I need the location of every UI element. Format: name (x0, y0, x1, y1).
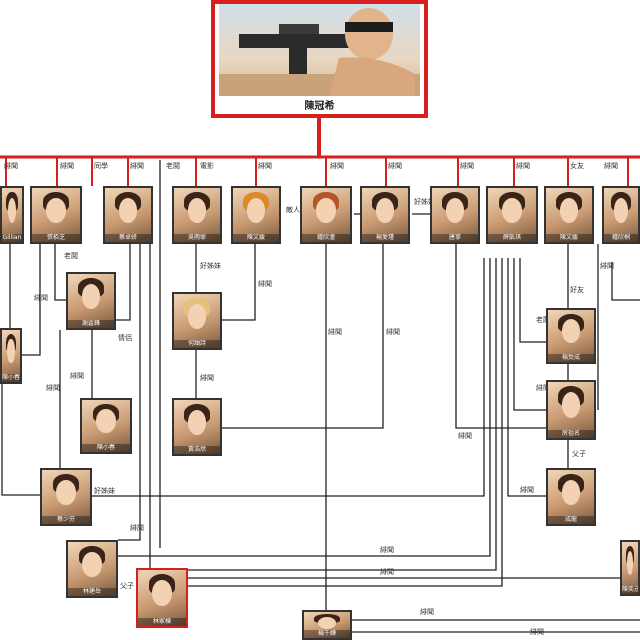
rel-label: 緋聞 (328, 327, 342, 336)
central-person-name: 陳冠希 (304, 101, 335, 112)
person-name: 唐寧 (432, 234, 478, 242)
rel-label: 緋聞 (536, 383, 550, 392)
person-name: 蔡少芬 (42, 516, 90, 524)
rel-label: 緋聞 (530, 627, 544, 636)
rel-label: 緋聞 (34, 293, 48, 302)
central-person-photo (219, 4, 420, 96)
rel-label: 女友 (570, 161, 584, 170)
rel-label: 電影 (200, 161, 214, 170)
person-name: 陳小春 (82, 444, 130, 452)
rel-label: 緋聞 (4, 161, 18, 170)
person-name: 楊愛瑾 (362, 234, 408, 242)
person-card[interactable]: 楊千嬅 (302, 610, 352, 640)
person-card[interactable]: 陳文媛 (544, 186, 594, 244)
rel-label: 緋聞 (604, 161, 618, 170)
person-name: 林建岳 (68, 588, 116, 596)
person-name: 楊千嬅 (304, 630, 350, 638)
person-card[interactable]: 蔡少芬 (40, 468, 92, 526)
person-name: 陳文媛 (233, 234, 279, 242)
person-card[interactable]: 蔡卓妍 (103, 186, 153, 244)
central-person-card[interactable]: 陳冠希 (211, 0, 428, 118)
person-card[interactable]: 謝霆鋒 (66, 272, 116, 330)
rel-label: 緋聞 (460, 161, 474, 170)
person-card[interactable]: 陳奕迅 (620, 540, 640, 596)
person-card[interactable]: 林建岳 (66, 540, 118, 598)
rel-label: 緋聞 (200, 373, 214, 382)
person-card[interactable]: 唐寧 (430, 186, 480, 244)
rel-label: 緋聞 (70, 371, 84, 380)
rel-label: 好友 (570, 285, 584, 294)
rel-label: 父子 (120, 582, 134, 590)
rel-label: 緋聞 (258, 161, 272, 170)
person-name: 張栢芝 (32, 234, 80, 242)
rel-label: 緋聞 (388, 161, 402, 170)
rel-label: 緋聞 (258, 279, 272, 288)
person-card[interactable]: 黃浩然 (172, 398, 222, 456)
person-card[interactable]: 吳雨霏 (172, 186, 222, 244)
person-card[interactable]: 林家棟 (136, 568, 188, 628)
person-card[interactable]: 鍾欣潼 (300, 186, 352, 244)
rel-label: 緋聞 (516, 161, 530, 170)
person-card[interactable]: 楊愛瑾 (360, 186, 410, 244)
person-card[interactable]: 陳小春 (80, 398, 132, 454)
rel-label: 老闆 (166, 161, 180, 170)
rel-label: 緋聞 (46, 383, 60, 392)
person-name: 房祖名 (548, 430, 594, 438)
person-name: 陳奕迅 (622, 586, 638, 594)
person-card[interactable]: 薛凱琪 (486, 186, 538, 244)
person-name: 黃浩然 (174, 446, 220, 454)
rel-label: 好姊妹 (94, 486, 115, 495)
rel-label: 好姊妹 (200, 261, 221, 270)
rel-label: 敵人 (286, 205, 300, 214)
rel-label: 緋聞 (420, 607, 434, 616)
rel-label: 老闆 (64, 251, 78, 260)
person-card[interactable]: 房祖名 (546, 380, 596, 440)
person-name: Gillian (2, 234, 22, 242)
person-name: 林家棟 (138, 618, 186, 626)
rel-label: 同學 (94, 161, 108, 170)
person-card[interactable]: 鍾欣桐 (602, 186, 640, 244)
rel-label: 緋聞 (380, 545, 394, 554)
person-name: 何韻詩 (174, 340, 220, 348)
person-card[interactable]: 陳小春 (0, 328, 22, 384)
person-name: 鍾欣潼 (302, 234, 350, 242)
rel-label: 老闆 (536, 315, 550, 324)
person-name: 吳雨霏 (174, 234, 220, 242)
person-name: 陳小春 (2, 374, 20, 382)
person-card[interactable]: Gillian (0, 186, 24, 244)
rel-label: 緋聞 (458, 431, 472, 440)
rel-label: 父子 (572, 450, 586, 458)
person-name: 鍾欣桐 (604, 234, 638, 242)
person-name: 楊受成 (548, 354, 594, 362)
person-name: 薛凱琪 (488, 234, 536, 242)
rel-label: 緋聞 (600, 261, 614, 270)
person-card[interactable]: 張栢芝 (30, 186, 82, 244)
person-name: 成龍 (548, 516, 594, 524)
person-name: 陳文媛 (546, 234, 592, 242)
rel-label: 好姊妹 (414, 197, 435, 206)
person-name: 蔡卓妍 (105, 234, 151, 242)
rel-label: 緋聞 (520, 485, 534, 494)
person-card[interactable]: 陳文媛 (231, 186, 281, 244)
person-card[interactable]: 何韻詩 (172, 292, 222, 350)
rel-label: 緋聞 (130, 523, 144, 532)
rel-label: 緋聞 (386, 327, 400, 336)
rel-label: 緋聞 (330, 161, 344, 170)
person-card[interactable]: 楊受成 (546, 308, 596, 364)
person-name: 謝霆鋒 (68, 320, 114, 328)
rel-label: 情侶 (118, 333, 132, 342)
rel-label: 緋聞 (380, 567, 394, 576)
person-card[interactable]: 成龍 (546, 468, 596, 526)
rel-label: 緋聞 (60, 161, 74, 170)
sniper-rifle-icon (219, 8, 420, 96)
rel-label: 緋聞 (130, 161, 144, 170)
